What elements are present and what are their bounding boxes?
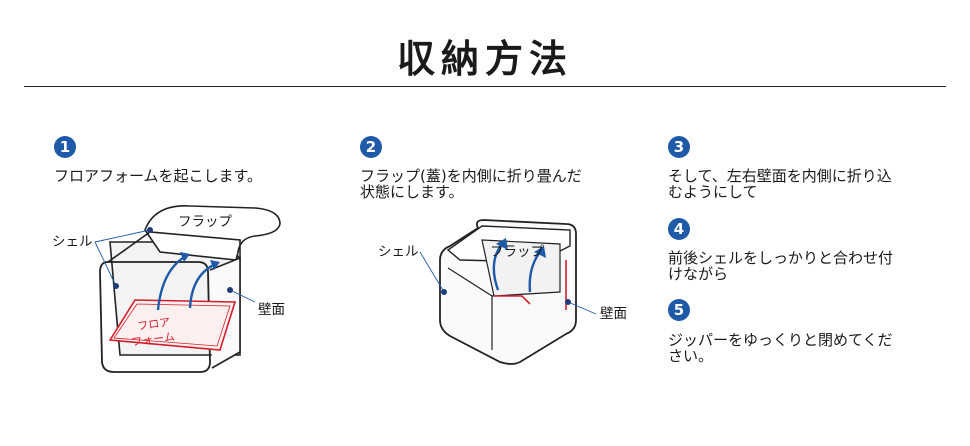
step-4-text: 前後シェルをしっかりと合わせ付 けながら: [668, 249, 894, 283]
page-title: 収納方法: [396, 37, 573, 81]
illustration-floor-foam-raised: フラップ シェル 壁面 フロア フォーム: [52, 205, 285, 373]
step-1-text: フロアフォームを起こします。: [54, 167, 263, 185]
illustration-flap-folded: シェル フラップ 壁面: [378, 219, 627, 365]
step-2-text: フラップ(蓋)を内側に折り畳んだ 状態にします。: [360, 167, 582, 201]
illus1-flap-label: フラップ: [178, 214, 232, 230]
step-2-number-badge: 2: [360, 136, 382, 158]
title-divider: [24, 86, 946, 87]
illus1-floor-label-2: フォーム: [131, 330, 176, 349]
step-1-number-badge: 1: [54, 136, 76, 158]
illus1-shell-label: シェル: [52, 234, 93, 250]
illus1-floor-label-1: フロア: [137, 316, 171, 333]
illus2-flap-label: フラップ: [490, 244, 544, 260]
illus2-wall-label: 壁面: [600, 306, 627, 322]
step-4-number-badge: 4: [668, 218, 690, 240]
step-3-text: そして、左右壁面を内側に折り込 むようにして: [668, 167, 892, 201]
step-5-number-badge: 5: [668, 299, 690, 321]
step-3-number-badge: 3: [668, 136, 690, 158]
step-5-text: ジッパーをゆっくりと閉めてくだ さい。: [668, 331, 893, 365]
illus1-wall-label: 壁面: [258, 302, 285, 318]
illus2-shell-label: シェル: [378, 244, 419, 260]
